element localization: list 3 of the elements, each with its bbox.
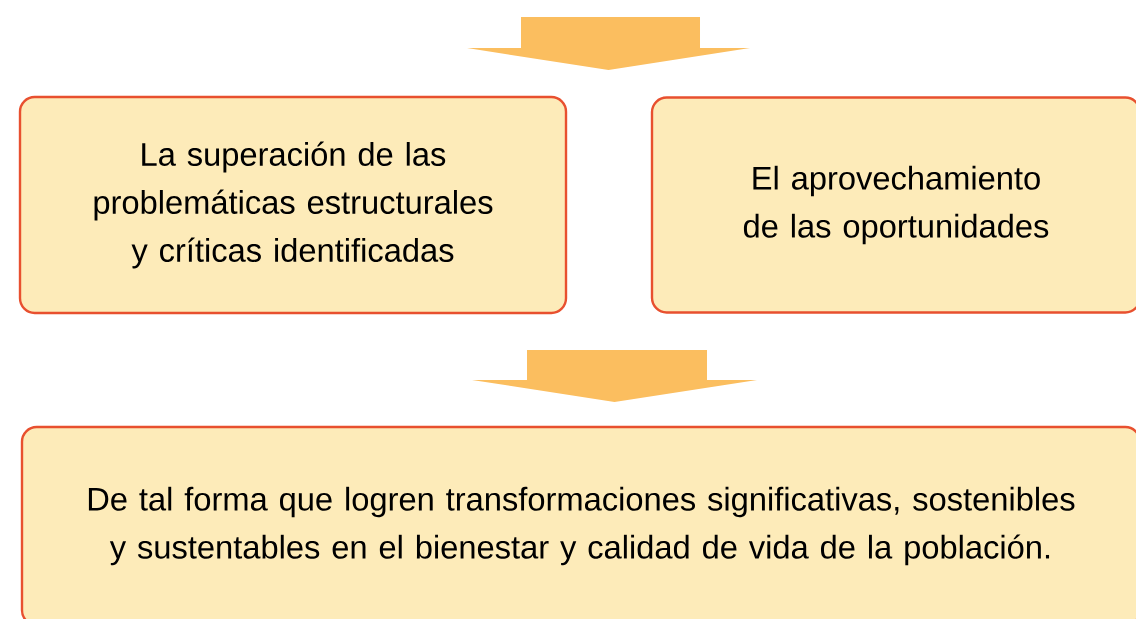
text-box: La superación de las problemáticas estructurales y críticas identificadas bbox=[18, 95, 568, 315]
text-box: El aprovechamiento de las oportunidades bbox=[650, 96, 1136, 314]
text-box: De tal forma que logren transformaciones significativas, sostenibles y sustentables en el bienestar y calidad de vida de la población. bbox=[20, 425, 1136, 619]
